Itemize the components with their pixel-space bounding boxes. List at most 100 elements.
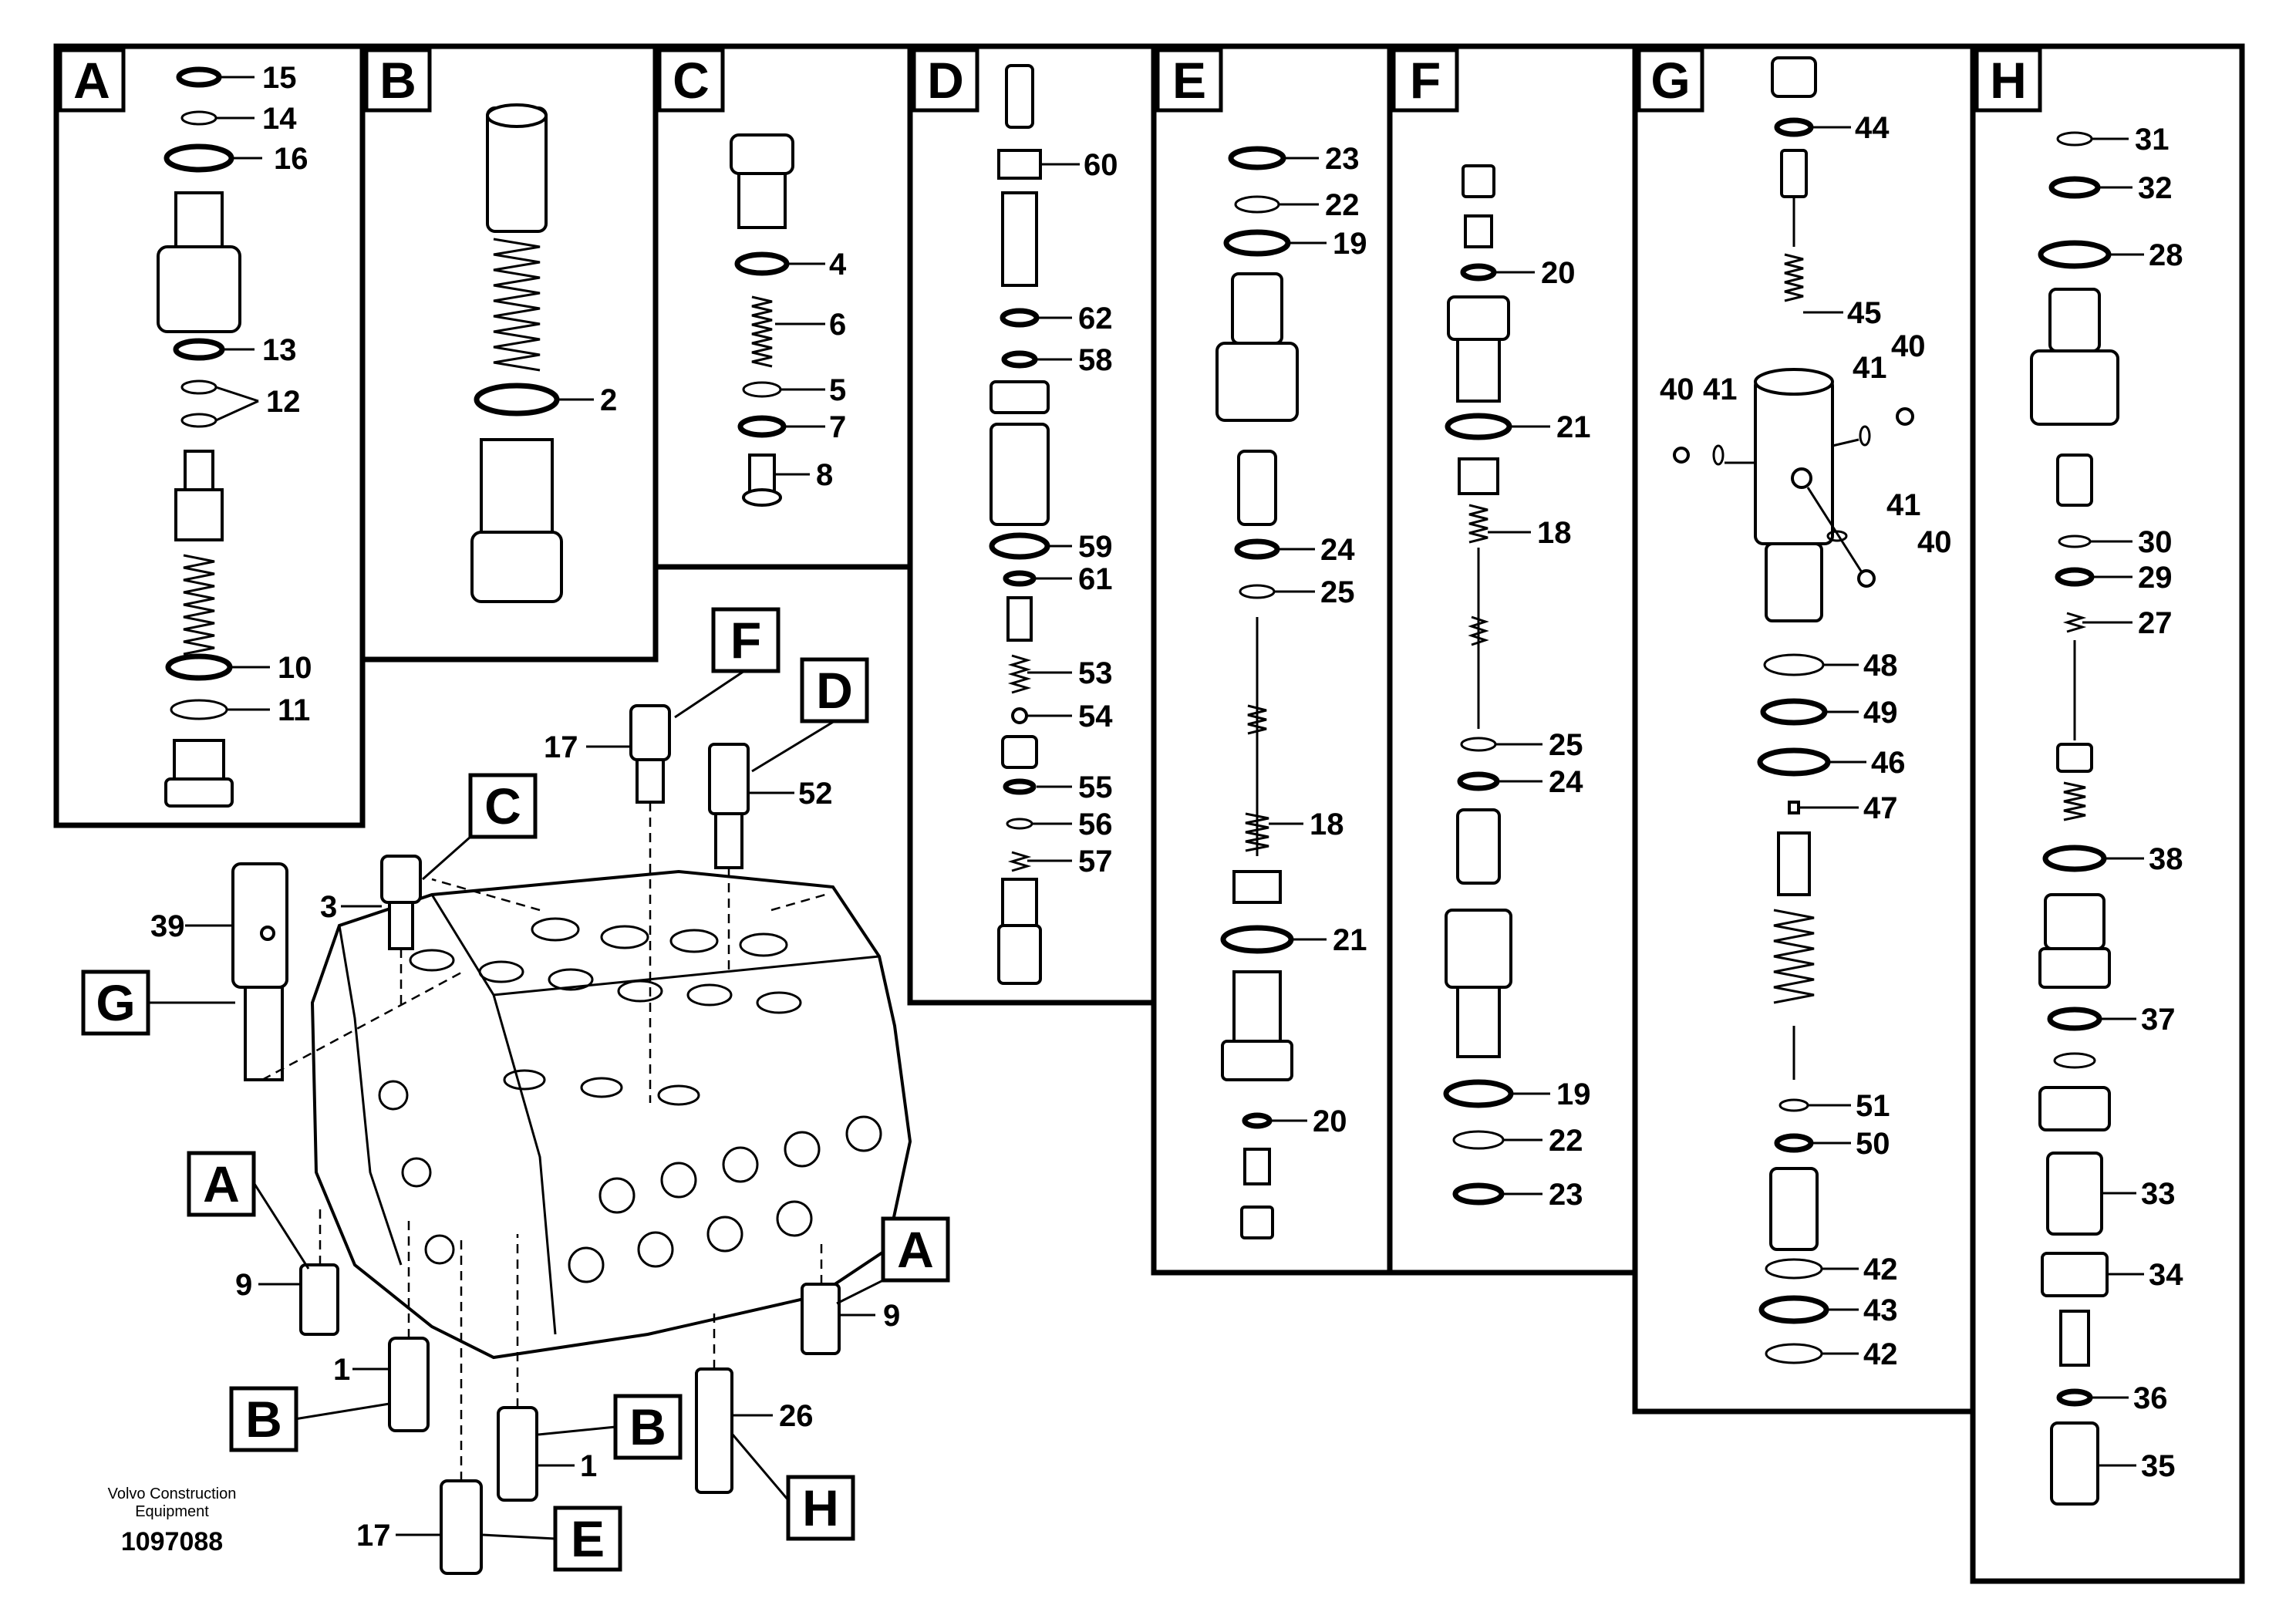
panel-c-leaders xyxy=(774,262,825,476)
part-label: 58 xyxy=(1078,343,1113,377)
part-label: 40 xyxy=(1891,329,1926,363)
panel-tag-a: A xyxy=(58,48,126,113)
panel-tag-h: H xyxy=(1974,48,2042,113)
part-label: 56 xyxy=(1078,808,1113,841)
part-label: 25 xyxy=(1549,728,1583,762)
installed-components xyxy=(231,704,841,1575)
svg-text:G: G xyxy=(96,974,135,1031)
panel-a-parts xyxy=(157,66,241,808)
part-label: 3 xyxy=(320,890,337,924)
part-label: 35 xyxy=(2141,1449,2176,1483)
credit-line-1: Volvo Construction xyxy=(108,1485,237,1502)
svg-text:B: B xyxy=(629,1398,666,1455)
part-label: 34 xyxy=(2149,1258,2183,1292)
callout-box-h xyxy=(786,1475,855,1541)
part-label: 5 xyxy=(829,373,846,407)
panel-b-labels: 2 xyxy=(600,383,617,417)
part-label: 21 xyxy=(1556,410,1591,444)
callout-box-d xyxy=(800,657,869,723)
part-label: 27 xyxy=(2138,606,2173,640)
panel-d-parts xyxy=(989,64,1050,985)
svg-text:D: D xyxy=(927,52,964,109)
panel-letter-tags: A B C D E F G H xyxy=(58,48,2042,113)
part-label: 60 xyxy=(1084,148,1118,182)
svg-text:D: D xyxy=(816,662,853,719)
part-label: 18 xyxy=(1537,516,1572,550)
part-label: 61 xyxy=(1078,562,1113,596)
part-label: 14 xyxy=(262,102,297,136)
part-label: 36 xyxy=(2133,1381,2168,1415)
part-label: 55 xyxy=(1078,771,1113,804)
svg-text:H: H xyxy=(802,1479,839,1536)
part-label: 32 xyxy=(2138,171,2173,205)
svg-text:E: E xyxy=(1172,52,1206,109)
svg-text:B: B xyxy=(379,52,416,109)
part-label: 40 xyxy=(1917,525,1952,559)
part-label: 46 xyxy=(1871,746,1906,780)
part-label: 11 xyxy=(278,693,310,727)
part-label: 42 xyxy=(1863,1253,1898,1286)
part-label: 18 xyxy=(1310,808,1344,841)
panel-g-leaders xyxy=(1799,126,1866,1355)
part-label: 52 xyxy=(798,777,833,811)
part-label: 22 xyxy=(1325,188,1360,222)
panel-g-parts xyxy=(1673,56,1914,1364)
part-label: 23 xyxy=(1549,1178,1583,1212)
panel-frames xyxy=(53,43,2245,1584)
part-label: 15 xyxy=(262,61,297,95)
part-label: 24 xyxy=(1549,765,1583,799)
part-label: 1 xyxy=(580,1449,597,1483)
panel-g-labels: 44 45 41 40 40 41 41 40 48 49 46 47 51 5… xyxy=(1660,111,1952,1371)
panel-tag-c: C xyxy=(657,48,725,113)
panel-e-parts xyxy=(1215,146,1299,1239)
assembly-part-labels: 17 52 3 39 9 9 1 1 17 26 xyxy=(150,730,900,1553)
panel-f-parts xyxy=(1443,164,1514,1206)
part-label: 12 xyxy=(266,385,301,419)
part-label: 31 xyxy=(2135,123,2170,157)
part-label: 26 xyxy=(779,1399,814,1433)
panel-e-labels: 23 22 19 24 25 18 21 20 xyxy=(1310,142,1367,1138)
panel-tag-b: B xyxy=(364,48,432,113)
panel-c-parts xyxy=(730,133,794,507)
part-label: 42 xyxy=(1863,1337,1898,1371)
part-label: 28 xyxy=(2149,238,2183,272)
svg-text:B: B xyxy=(245,1391,282,1448)
panel-b-parts xyxy=(470,103,563,603)
part-label: 20 xyxy=(1313,1104,1347,1138)
part-label: 20 xyxy=(1541,256,1576,290)
part-label: 8 xyxy=(816,458,833,492)
part-label: 49 xyxy=(1863,696,1898,730)
part-label: 41 xyxy=(1853,351,1887,385)
part-label: 41 xyxy=(1886,488,1921,522)
svg-text:A: A xyxy=(897,1221,934,1278)
part-label: 41 xyxy=(1703,373,1738,406)
panel-c-labels: 4 6 5 7 8 xyxy=(816,248,847,492)
part-label: 24 xyxy=(1320,533,1355,567)
panel-tag-f: F xyxy=(1391,48,1459,113)
part-label: 1 xyxy=(333,1353,350,1387)
callout-box-b xyxy=(229,1386,298,1452)
part-label: 37 xyxy=(2141,1003,2176,1037)
callout-box-b xyxy=(613,1394,683,1460)
callout-box-f xyxy=(711,607,781,673)
part-label: 7 xyxy=(829,410,846,444)
part-label: 2 xyxy=(600,383,617,417)
part-label: 10 xyxy=(278,651,312,685)
panel-d-leaders xyxy=(1027,163,1080,862)
part-label: 25 xyxy=(1320,575,1355,609)
part-label: 44 xyxy=(1855,111,1890,145)
panel-a-labels: 15 14 16 13 12 10 11 xyxy=(262,61,312,727)
part-label: 19 xyxy=(1556,1077,1591,1111)
panel-h-leaders xyxy=(2082,137,2144,1467)
credit-block: Volvo Construction Equipment 1097088 xyxy=(108,1485,237,1556)
document-id: 1097088 xyxy=(121,1527,223,1556)
part-label: 30 xyxy=(2138,525,2173,559)
part-label: 9 xyxy=(235,1268,252,1302)
part-label: 9 xyxy=(883,1299,900,1333)
callout-box-a xyxy=(187,1151,256,1217)
part-label: 51 xyxy=(1856,1089,1890,1123)
credit-line-2: Equipment xyxy=(135,1503,209,1520)
part-label: 23 xyxy=(1325,142,1360,176)
callout-box-a xyxy=(881,1216,950,1283)
panel-f-labels: 20 21 18 25 24 19 22 23 xyxy=(1537,256,1591,1212)
